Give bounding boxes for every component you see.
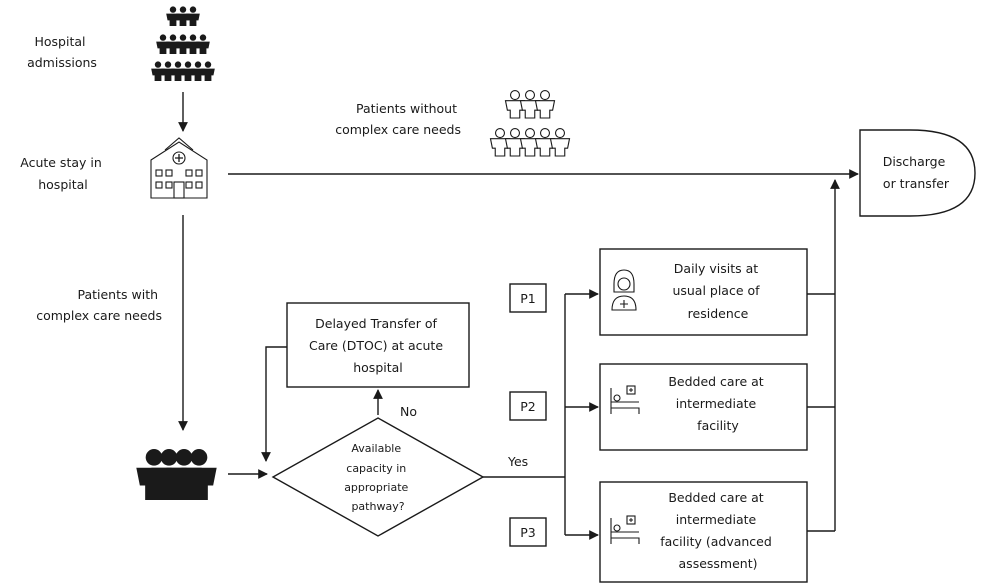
person-icon [181,61,195,81]
patients-with-label: Patients with complex care needs [36,287,162,323]
people-pyramid-icon [151,6,215,81]
hospital-admissions-label: Hospital admissions [27,34,97,70]
person-icon [166,6,180,26]
svg-text:Discharge or transfer: Discharge or transfer [883,154,950,191]
person-icon [186,6,200,26]
person-icon [166,34,180,54]
dtoc-return-arrow [261,346,287,462]
no-label: No [400,404,417,419]
person-icon [504,128,526,157]
person-icon [504,90,526,119]
person-icon [181,449,217,500]
person-icon [549,128,571,157]
person-icon [196,34,210,54]
person-icon [191,61,205,81]
person-icon [151,61,165,81]
svg-text:Daily visits at usual pl: Daily visits at usual place of residence [672,261,763,321]
svg-text:Bedded care at intermedi: Bedded care at intermediate facility [668,374,767,433]
hospital-icon [150,137,208,199]
person-icon [176,34,190,54]
patients-without-label: Patients without complex care needs [335,101,461,137]
nurse-icon [611,269,637,311]
decision-diamond: Available capacity in appropriate pathwa… [271,417,485,537]
people-outline-icon [489,90,571,157]
dtoc-box: Delayed Transfer of Care (DTOC) at acute… [286,302,470,388]
svg-text:P1: P1 [520,291,536,306]
hospital-bed-icon [610,515,640,544]
yes-label: Yes [507,454,528,469]
p2-badge: P2 [509,391,547,421]
people-group-icon [136,449,217,500]
person-icon [161,61,175,81]
person-icon [201,61,215,81]
person-icon [171,61,185,81]
discharge-node: Discharge or transfer [859,129,976,217]
person-icon [186,34,200,54]
pathway2-box: Bedded care at intermediate facility [599,363,808,451]
svg-text:Bedded care at intermedi: Bedded care at intermediate facility (ad… [660,490,776,571]
p3-badge: P3 [509,517,547,547]
svg-text:P2: P2 [520,399,536,414]
person-icon [489,128,511,157]
person-icon [156,34,170,54]
pathway1-box: Daily visits at usual place of residence [599,248,808,336]
acute-stay-label: Acute stay in hospital [20,155,106,192]
p1-badge: P1 [509,283,547,313]
svg-text:Delayed Transfer of Care: Delayed Transfer of Care (DTOC) at acute… [309,316,447,375]
hospital-bed-icon [610,385,640,414]
person-icon [176,6,190,26]
svg-text:P3: P3 [520,525,536,540]
svg-text:Available capacity in: Available capacity in appropriate pathwa… [344,442,412,513]
person-icon [534,90,556,119]
person-icon [519,90,541,119]
